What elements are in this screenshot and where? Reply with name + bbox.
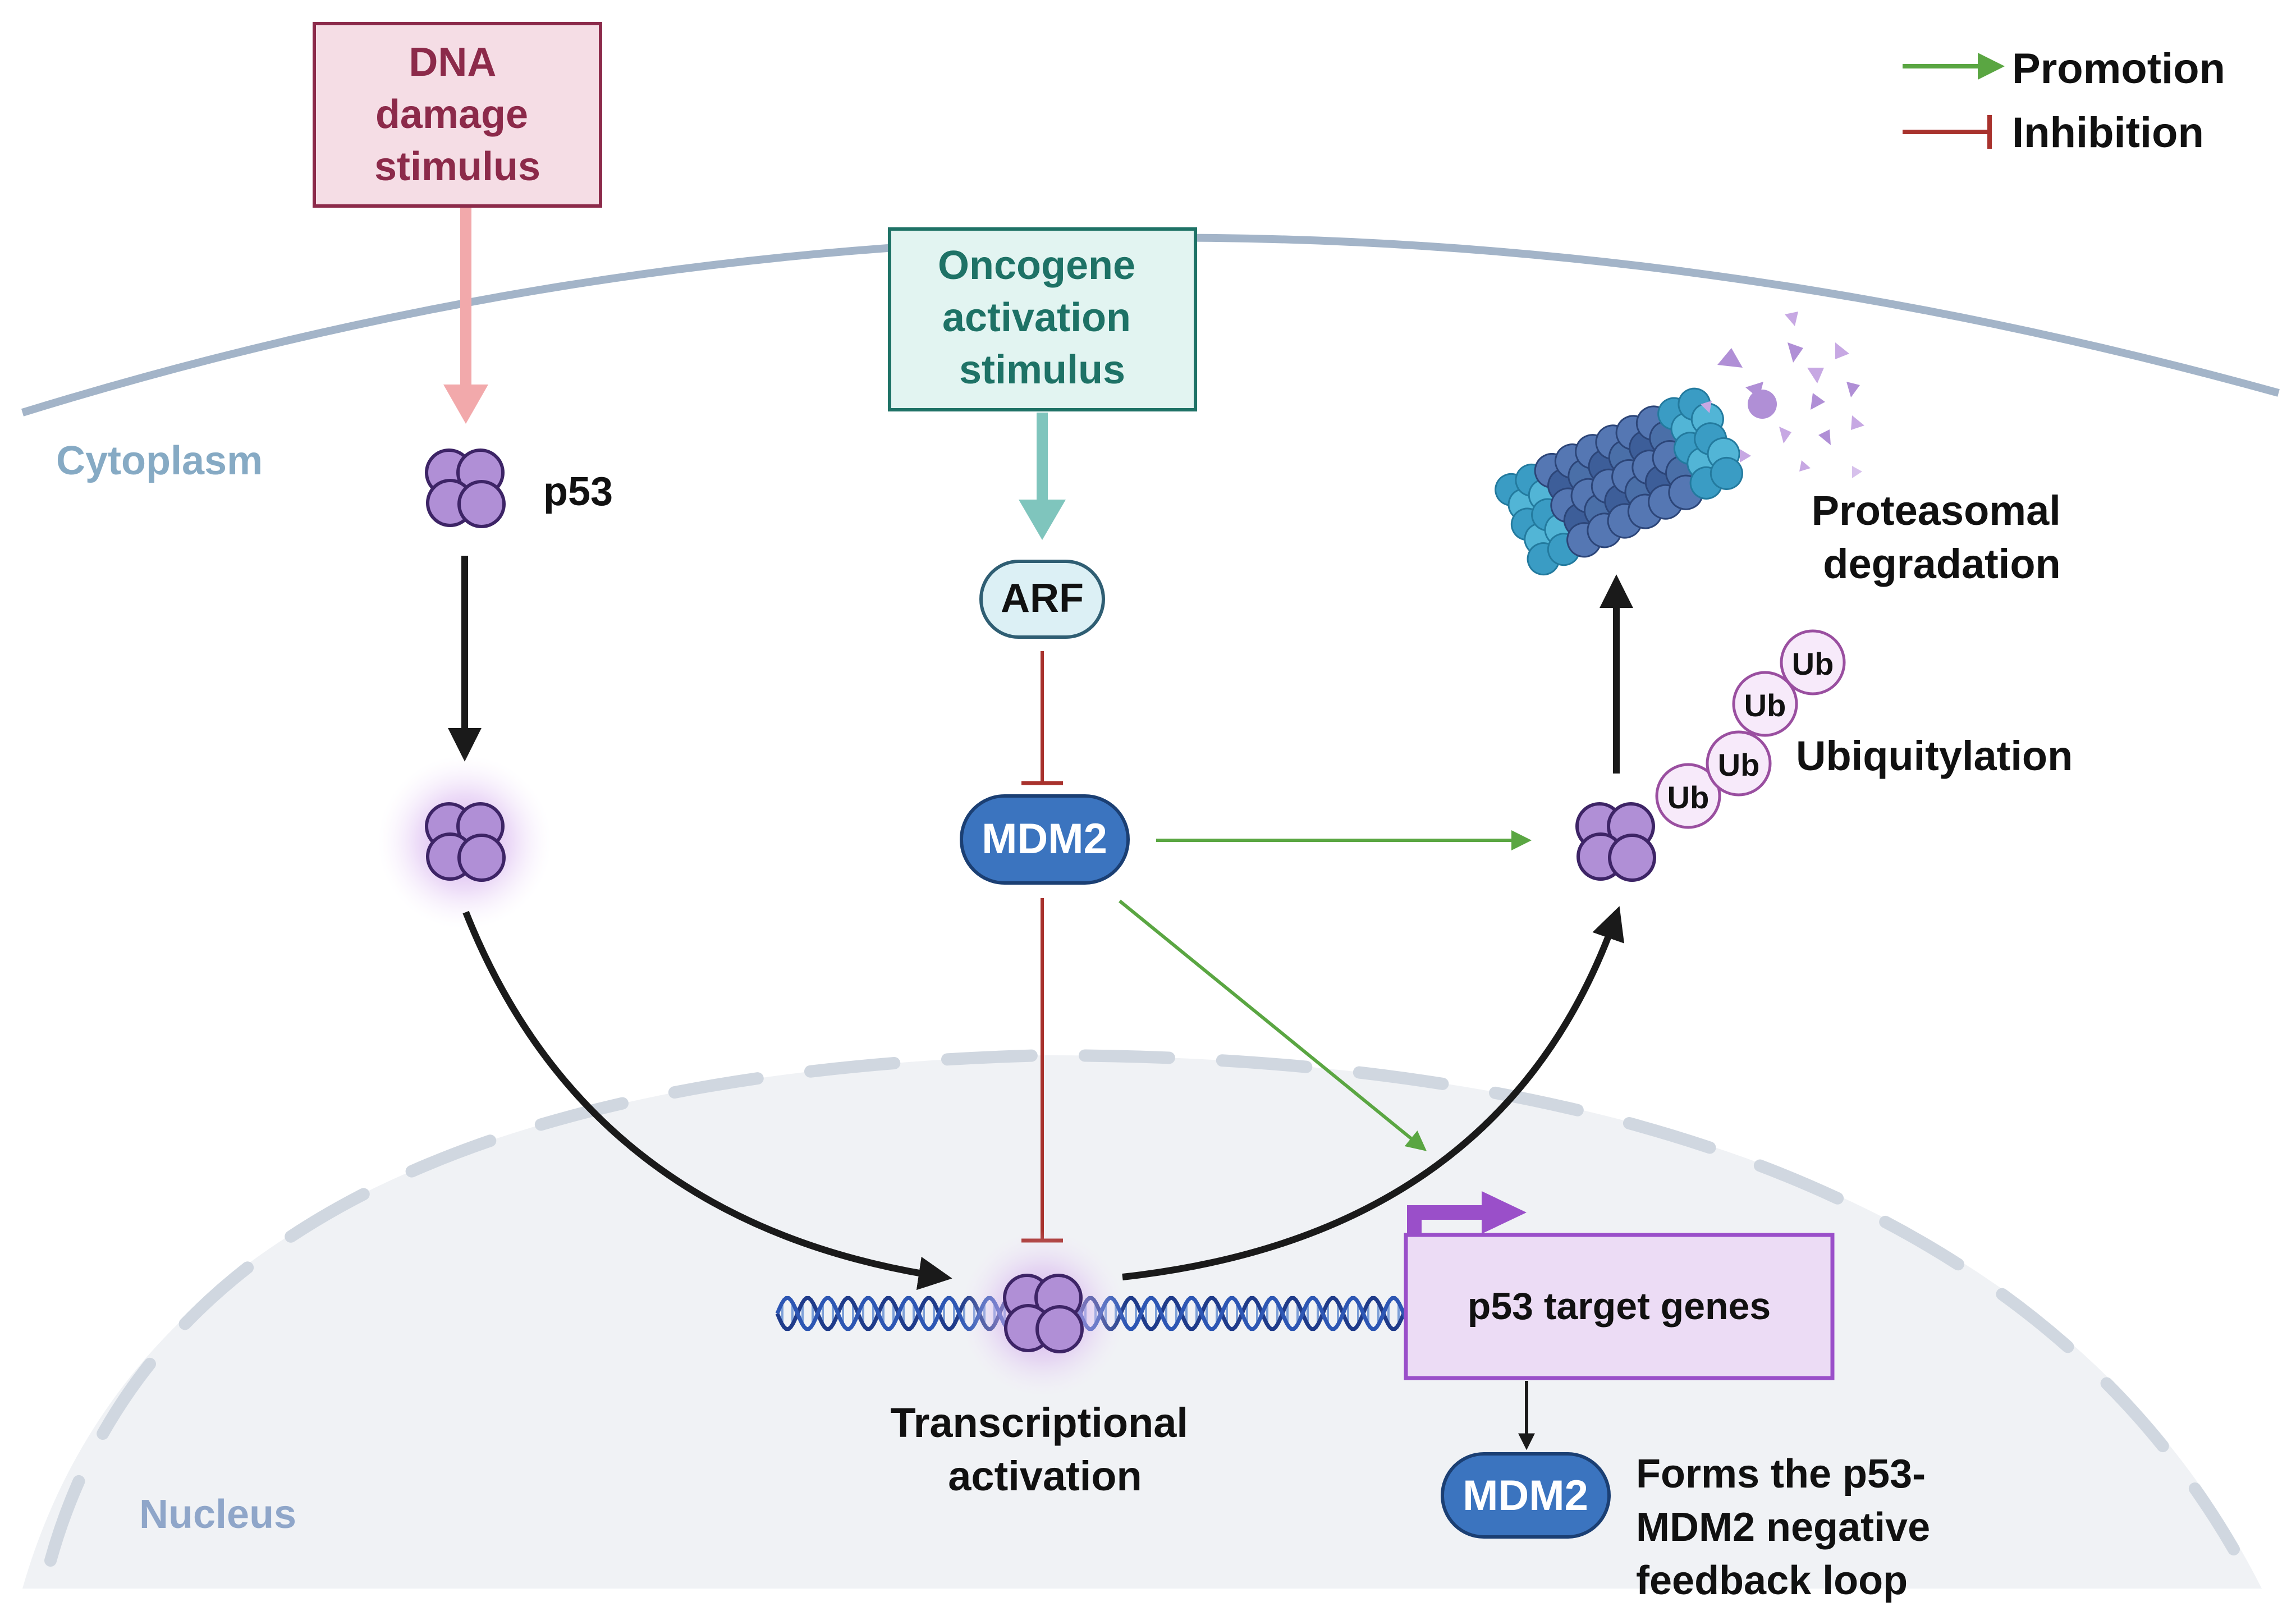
arf-protein: ARF <box>979 560 1105 639</box>
svg-text:Ub: Ub <box>1667 780 1710 815</box>
arf-inhibits-mdm2 <box>1021 651 1063 785</box>
mdm2-label: MDM2 <box>982 815 1107 863</box>
activated-p53-protein <box>427 804 504 880</box>
ub-tag-1: Ub <box>1655 763 1721 829</box>
proteasome-subunit <box>1710 456 1743 490</box>
dna-damage-arrow <box>443 208 488 424</box>
transcriptional-line-2: activation <box>948 1453 1142 1499</box>
proteasome-icon <box>1495 387 1743 576</box>
svg-text:Ub: Ub <box>1718 747 1760 782</box>
p53-bound-to-dna <box>1005 1275 1082 1352</box>
oncogene-line-3: stimulus <box>959 347 1125 392</box>
ub-tag-2: Ub <box>1706 730 1772 797</box>
p53-protein <box>427 450 504 527</box>
feedback-line-2: MDM2 negative <box>1636 1505 1930 1550</box>
feedback-line-1: Forms the p53- <box>1636 1452 1926 1497</box>
svg-text:Forms the p53- MDM2 negati: Forms the p53- MDM2 negative feedback lo… <box>1636 1452 1941 1603</box>
nucleus-region <box>22 1055 2262 1589</box>
target-genes-label: p53 target genes <box>1468 1285 1771 1328</box>
legend-promotion-label: Promotion <box>2012 45 2225 93</box>
legend: Promotion Inhibition <box>1903 45 2225 157</box>
svg-text:Oncogene activation: Oncogene activation stimulus <box>938 243 1147 392</box>
p53-to-dna-arrow <box>462 910 952 1290</box>
svg-text:Transcriptional activation: Transcriptional activation <box>890 1399 1199 1499</box>
ub-tag-4: Ub <box>1780 629 1846 695</box>
oncogene-stimulus-box: Oncogene activation stimulus <box>888 227 1197 411</box>
nuclear-envelope <box>44 1049 2240 1567</box>
degraded-fragments <box>1701 312 1864 478</box>
legend-inhibition-label: Inhibition <box>2012 109 2204 157</box>
p53-label: p53 <box>543 469 613 514</box>
svg-text:Ub: Ub <box>1744 688 1786 723</box>
svg-text:Proteasomal degradation: Proteasomal degradation <box>1812 487 2073 587</box>
ub-tag-3: Ub <box>1732 671 1798 737</box>
oncogene-line-1: Oncogene <box>938 243 1135 288</box>
p53-target-genes-box: p53 target genes <box>1404 1191 1835 1380</box>
svg-text:DNA damage stimulu: DNA damage stimulus <box>374 40 540 189</box>
transcription-start-icon <box>1407 1205 1484 1235</box>
mdm2-promotes-target-genes <box>1119 899 1427 1151</box>
feedback-line-3: feedback loop <box>1636 1558 1908 1603</box>
nuclear-mdm2-label: MDM2 <box>1463 1472 1588 1520</box>
proteasomal-line-2: degradation <box>1823 541 2060 587</box>
proteasomal-line-1: Proteasomal <box>1812 487 2061 534</box>
transcriptional-line-1: Transcriptional <box>890 1399 1188 1446</box>
oncogene-arrow <box>1019 413 1066 540</box>
dna-damage-line-2: damage <box>375 92 528 137</box>
dna-damage-stimulus-box: DNA damage stimulus <box>313 22 602 208</box>
mdm2-protein: MDM2 <box>960 794 1130 885</box>
ubiquitylation-label: Ubiquitylation <box>1796 733 2073 779</box>
ubiquitylated-p53-protein <box>1577 804 1655 880</box>
dna-damage-line-3: stimulus <box>374 144 540 189</box>
ub-chain: Ub Ub Ub Ub <box>1655 629 1846 829</box>
dna-damage-line-1: DNA <box>409 40 496 85</box>
cytoplasm-label: Cytoplasm <box>56 438 263 483</box>
svg-text:Ub: Ub <box>1792 646 1834 681</box>
nucleus-label: Nucleus <box>139 1492 296 1537</box>
arf-label: ARF <box>1001 576 1084 621</box>
oncogene-line-2: activation <box>942 295 1131 340</box>
dna-to-ubiquitylation-arrow <box>1122 906 1624 1280</box>
nuclear-mdm2-protein: MDM2 <box>1441 1452 1611 1539</box>
